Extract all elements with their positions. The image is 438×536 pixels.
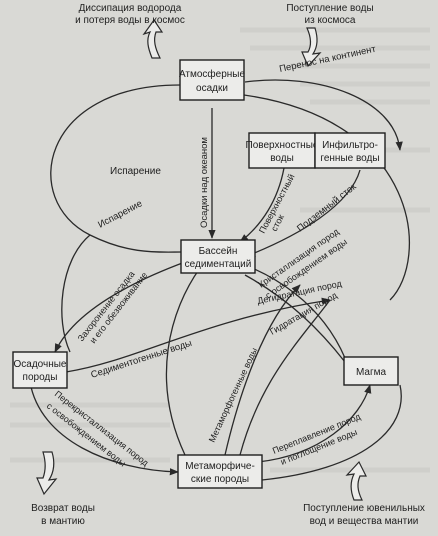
node-surface-water: Поверхностные воды — [246, 132, 319, 169]
node-magma-label: Магма — [356, 367, 387, 378]
node-basin-line1: Бассейн — [199, 246, 238, 257]
external-labels: Диссипация водорода и потеря воды в косм… — [31, 3, 425, 527]
label-space-water-line1: Поступление воды — [286, 3, 373, 14]
node-surface-water-line1: Поверхностные — [246, 140, 319, 151]
label-metamorphogenic: Метаморфогенные воды — [207, 346, 260, 444]
label-burial-line1: Захоронение осадка — [76, 269, 137, 343]
edge-surface-runoff — [239, 167, 285, 243]
label-precip-over-ocean: Осадки над океаном — [199, 137, 210, 228]
node-infiltration-line1: Инфильтро- — [322, 139, 378, 151]
node-metamorphic: Метаморфиче- ские породы — [177, 454, 263, 489]
edge-basin-metamorphic — [165, 267, 201, 456]
label-dissipation-line2: и потеря воды в космос — [75, 15, 185, 26]
label-return-mantle-line1: Возврат воды — [31, 503, 95, 514]
node-sedimentary-line1: Осадочные — [14, 359, 67, 370]
node-magma: Магма — [343, 356, 399, 386]
node-basin: Бассейн седиментаций — [180, 239, 256, 274]
node-infiltration-water: Инфильтро- генные воды — [314, 132, 386, 169]
edge-metamorphogenic — [224, 284, 301, 456]
node-surface-water-line2: воды — [270, 153, 294, 164]
edge-evaporation-loop — [50, 84, 183, 253]
label-juvenile-line1: Поступление ювенильных — [303, 503, 425, 514]
node-sedimentary: Осадочные породы — [12, 351, 68, 389]
edge-transfer-continent — [244, 79, 403, 151]
arrow-return-mantle-icon — [36, 451, 58, 496]
node-sedimentary-line2: породы — [23, 372, 58, 383]
node-infiltration-line2: генные воды — [320, 153, 379, 164]
edges — [29, 79, 411, 481]
node-metamorphic-line2: ские породы — [191, 474, 249, 485]
arrow-dissipation-icon — [142, 18, 164, 59]
label-evaporation-top: Испарение — [110, 166, 161, 177]
label-space-water-line2: из космоса — [305, 15, 356, 26]
node-precipitation-line2: осадки — [196, 83, 228, 94]
edge-left-lower — [61, 234, 91, 353]
label-return-mantle-line2: в мантию — [41, 516, 85, 527]
node-basin-line2: седиментаций — [185, 259, 252, 270]
edge-hydration — [239, 299, 331, 456]
edge-burial — [54, 261, 186, 353]
node-precipitation: Атмосферные осадки — [179, 59, 246, 101]
node-metamorphic-line1: Метаморфиче- — [185, 460, 255, 472]
arrow-space-water-icon — [301, 27, 322, 68]
edge-dehydration — [244, 274, 346, 363]
label-evaporation-side: Испарение — [96, 198, 144, 230]
label-recrystallization-line1: Перекристаллизация пород — [53, 389, 151, 469]
edge-underground-runoff — [246, 169, 361, 257]
edge-sedimentogenic — [65, 297, 331, 373]
edge-right-lower — [261, 384, 402, 481]
label-juvenile-line2: вод и вещества мантии — [310, 516, 419, 527]
node-precipitation-line1: Атмосферные — [179, 68, 246, 80]
label-sedimentogenic: Седиментогенные воды — [90, 338, 194, 381]
arrow-juvenile-icon — [345, 460, 367, 501]
edge-right-loop — [243, 94, 411, 301]
edge-remelting — [257, 384, 372, 463]
label-dissipation-line1: Диссипация водорода — [79, 3, 182, 14]
external-arrows — [36, 18, 367, 501]
edge-recrystallization — [29, 381, 179, 476]
